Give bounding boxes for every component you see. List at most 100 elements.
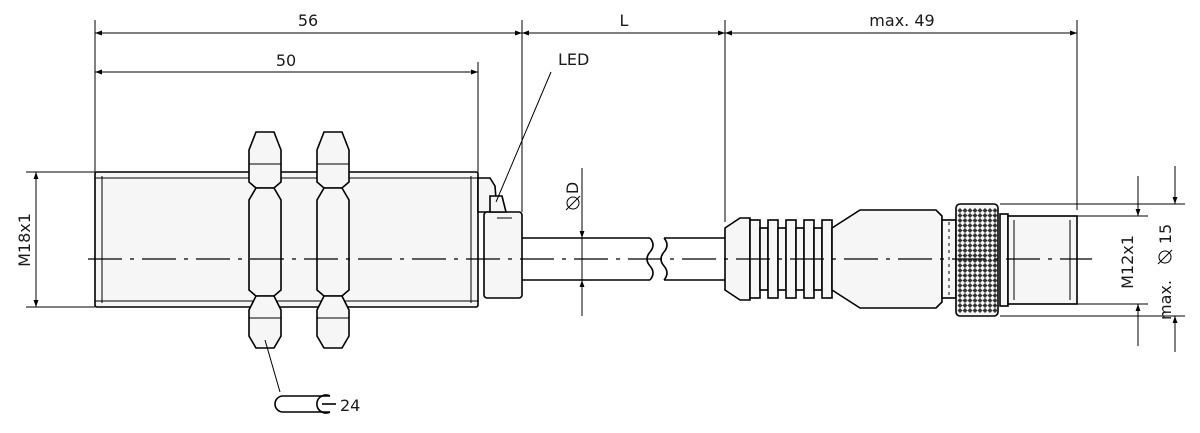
dimension-50-label: 50 [276,51,296,70]
sensor-rear [477,177,523,299]
knurl-mark [962,268,968,273]
knurl-mark [982,288,988,293]
knurl-mark [987,278,993,283]
knurl-mark [992,278,998,283]
knurl-mark [977,213,983,218]
knurl-mark [977,218,983,223]
knurl-mark [977,278,983,283]
knurl-mark [962,253,968,258]
sensor-housing [94,171,479,308]
knurl-mark [957,208,963,213]
knurl-mark [957,223,963,228]
knurl-mark [962,293,968,298]
dimension-max49: max. 49 [725,11,1077,36]
diameter-icon [1157,249,1173,265]
knurl-mark [987,303,993,308]
knurl-mark [957,308,963,313]
knurled-coupling-nut [955,203,999,317]
knurl-mark [957,248,963,253]
knurl-mark [972,238,978,243]
knurl-mark [992,248,998,253]
knurl-mark [982,253,988,258]
knurl-mark [992,238,998,243]
knurl-mark [972,293,978,298]
dimension-cable-diameter: D [563,168,585,316]
knurl-mark [977,303,983,308]
knurl-mark [957,263,963,268]
knurl-mark [967,308,973,313]
knurl-mark [957,253,963,258]
knurl-mark [992,273,998,278]
knurl-mark [992,298,998,303]
dimension-56: 56 [95,11,522,36]
knurl-mark [972,303,978,308]
knurl-mark [962,233,968,238]
dimension-M18x1-label: M18x1 [15,213,34,267]
knurl-mark [982,218,988,223]
knurl-mark [972,268,978,273]
knurl-mark [972,263,978,268]
knurl-mark [987,293,993,298]
knurl-mark [982,248,988,253]
knurl-mark [977,288,983,293]
knurl-mark [987,308,993,313]
knurl-mark [977,228,983,233]
knurl-mark [972,278,978,283]
knurl-mark [992,308,998,313]
knurl-mark [977,273,983,278]
knurl-mark [957,218,963,223]
knurl-mark [972,243,978,248]
connector-thread [999,213,1078,307]
dimension-max-diameter-label: 15 [1156,224,1175,244]
knurl-mark [982,213,988,218]
knurl-mark [967,243,973,248]
knurl-mark [962,298,968,303]
wrench-callout: 24 [264,339,360,415]
knurl-mark [987,233,993,238]
knurl-mark [982,293,988,298]
knurl-mark [977,293,983,298]
knurl-mark [957,278,963,283]
knurl-mark [992,293,998,298]
knurl-mark [992,208,998,213]
knurl-mark [987,268,993,273]
led-label: LED [558,50,589,69]
knurl-mark [987,263,993,268]
knurl-mark [982,268,988,273]
knurl-mark [962,223,968,228]
dimension-L-label: L [620,11,629,30]
knurl-mark [962,248,968,253]
knurl-mark [977,283,983,288]
knurl-mark [967,223,973,228]
knurl-mark [972,288,978,293]
knurl-mark [982,298,988,303]
knurl-mark [957,228,963,233]
knurl-mark [972,298,978,303]
knurl-mark [987,228,993,233]
lock-nut-left [248,131,282,349]
knurl-mark [982,278,988,283]
knurl-mark [972,213,978,218]
knurl-mark [982,223,988,228]
knurl-mark [967,208,973,213]
knurl-mark [972,218,978,223]
knurl-mark [977,208,983,213]
diameter-icon [565,195,581,211]
knurl-mark [987,208,993,213]
knurl-mark [987,238,993,243]
knurl-mark [982,273,988,278]
knurl-mark [977,243,983,248]
dimension-M18x1: M18x1 [15,172,39,307]
knurl-mark [982,308,988,313]
knurl-mark [987,223,993,228]
knurl-mark [987,213,993,218]
knurl-mark [982,243,988,248]
knurl-mark [992,253,998,258]
knurl-mark [992,218,998,223]
knurl-mark [967,288,973,293]
knurl-mark [977,253,983,258]
knurl-mark [962,283,968,288]
knurl-mark [987,248,993,253]
knurl-mark [992,223,998,228]
